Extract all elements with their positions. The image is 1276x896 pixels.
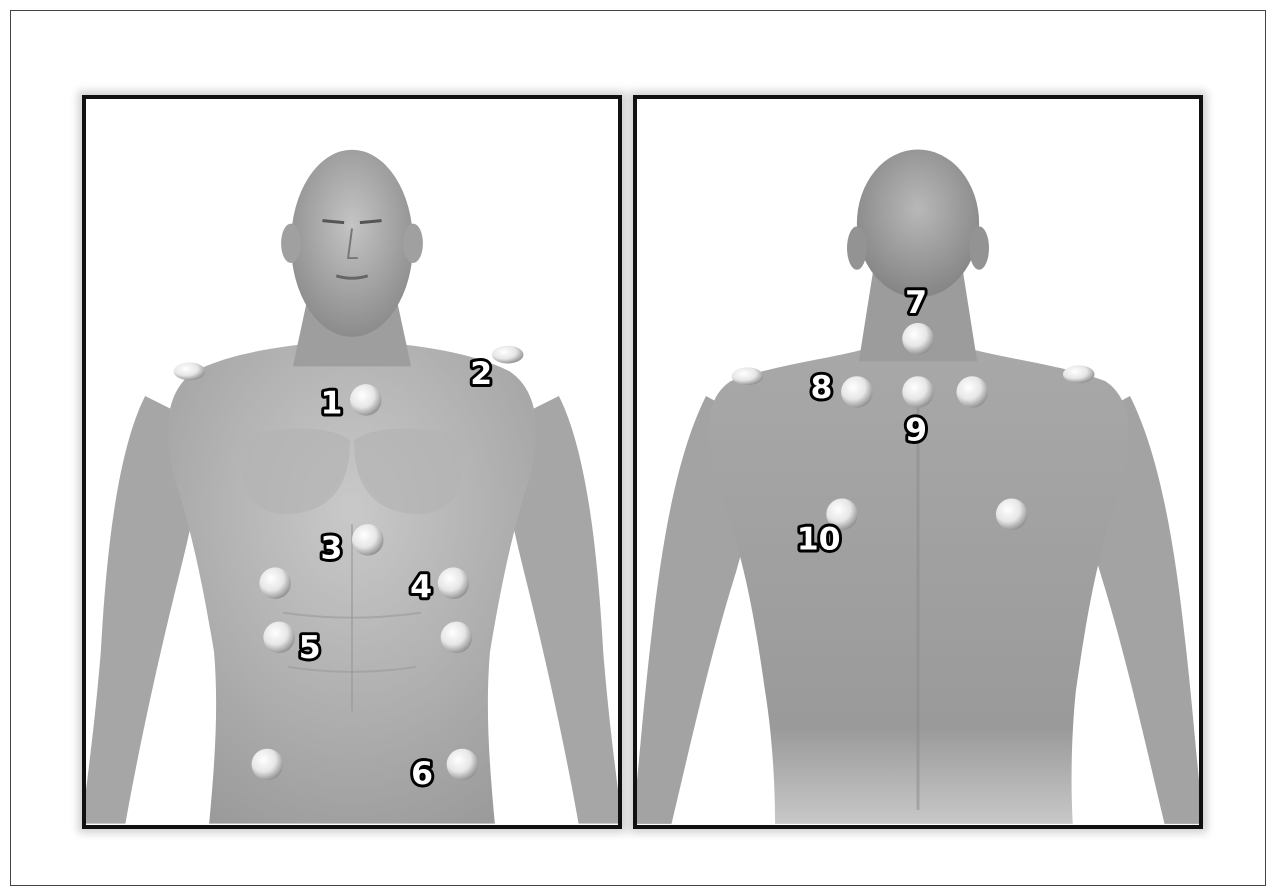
back-view-panel: 7 8 9 10 bbox=[633, 95, 1203, 829]
front-view-illustration: 1 2 3 4 5 6 bbox=[86, 99, 618, 825]
electrode-label-6: 6 bbox=[411, 756, 433, 792]
electrode-label-3: 3 bbox=[320, 531, 342, 567]
back-head bbox=[857, 149, 979, 297]
electrode-label-2: 2 bbox=[470, 356, 492, 392]
electrode-label-8: 8 bbox=[811, 370, 833, 406]
electrode-label-9: 9 bbox=[905, 412, 927, 448]
head bbox=[291, 150, 413, 337]
back-view-illustration: 7 8 9 10 bbox=[637, 99, 1199, 825]
electrode-label-5: 5 bbox=[299, 630, 321, 666]
electrode-label-7: 7 bbox=[905, 285, 927, 321]
electrode-label-10: 10 bbox=[797, 522, 841, 558]
electrode-label-1: 1 bbox=[320, 386, 342, 422]
front-view-panel: 1 2 3 4 5 6 bbox=[82, 95, 622, 829]
electrode-label-4: 4 bbox=[410, 569, 432, 605]
figure-sheet: 1 2 3 4 5 6 bbox=[10, 10, 1266, 886]
electrode-2: 2 bbox=[470, 356, 492, 392]
